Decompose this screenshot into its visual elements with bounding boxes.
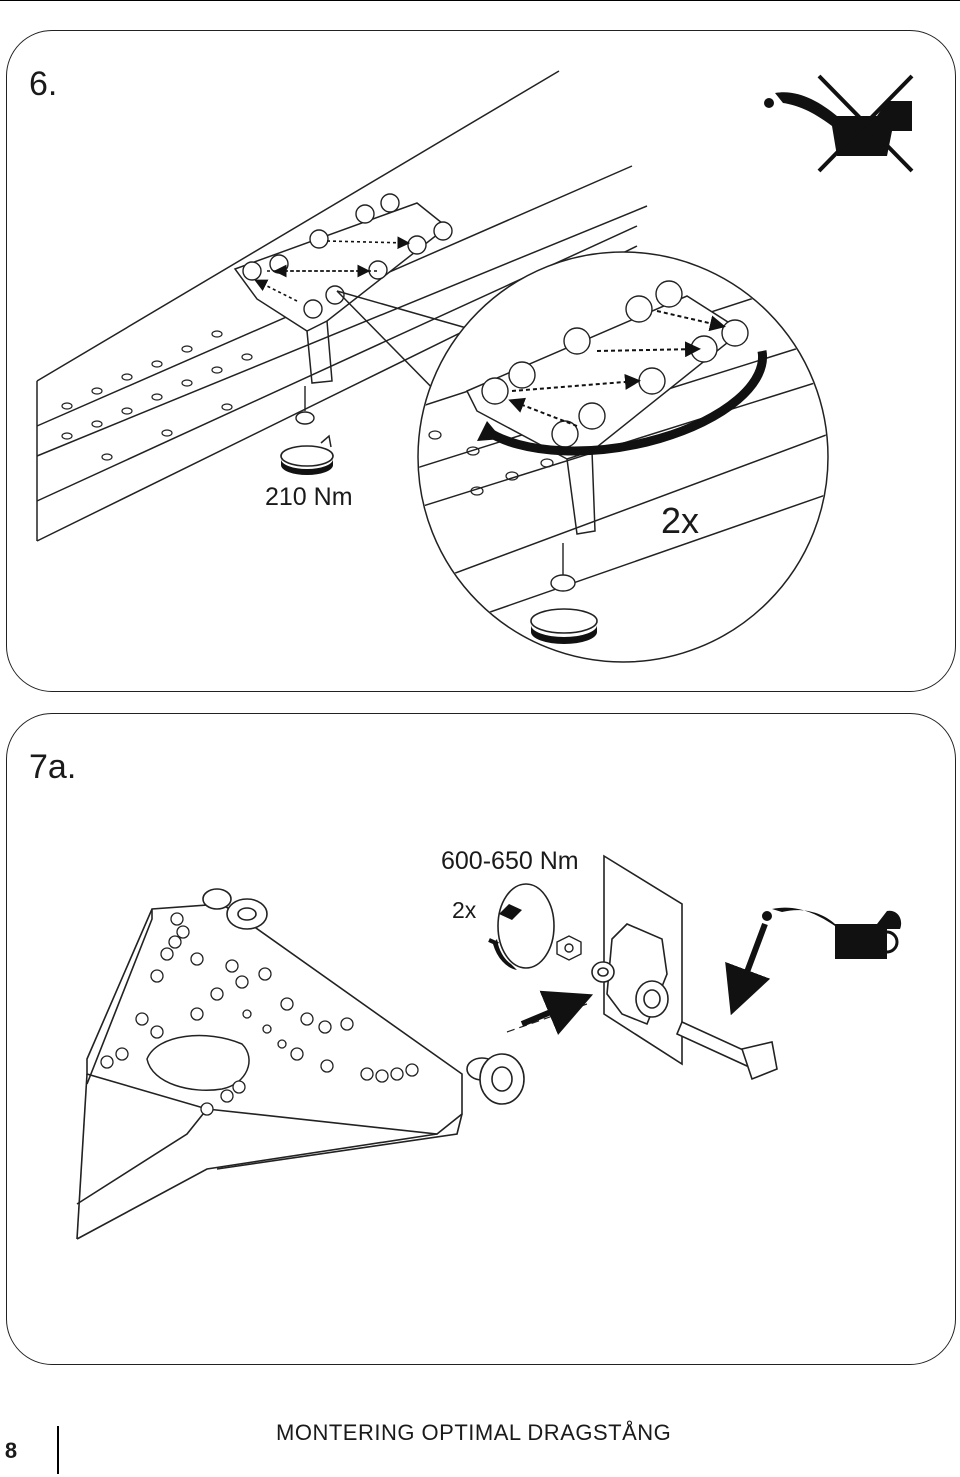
mounting-bracket xyxy=(591,854,683,1066)
step-6-torque: 210 Nm xyxy=(265,483,353,511)
hinge-eyes xyxy=(202,888,525,1105)
no-oil-can-icon xyxy=(764,74,914,173)
nut xyxy=(295,386,315,425)
alignment-line xyxy=(506,1003,588,1033)
step-7a-torque: 600-650 Nm xyxy=(441,847,579,875)
cutout xyxy=(146,1034,250,1091)
footer-divider xyxy=(57,1426,59,1474)
footer-title: MONTERING OPTIMAL DRAGSTÅNG xyxy=(276,1420,672,1445)
tightening-sequence-arrows xyxy=(254,236,411,302)
rotate-icon xyxy=(280,434,334,475)
step-6-repeat: 2x xyxy=(661,500,699,541)
frame-holes xyxy=(100,912,419,1116)
bolts xyxy=(242,193,453,319)
step-7a-illustration: 600-650 Nm 2x xyxy=(76,847,902,1240)
page-number: 8 xyxy=(4,1438,18,1463)
grease-arrow-icon xyxy=(725,922,771,1016)
step-7a-number: 7a. xyxy=(29,748,77,786)
drawbar-frame xyxy=(76,903,463,1240)
zoom-callout xyxy=(336,251,829,663)
step-6-panel: 6. xyxy=(6,30,956,692)
insert-arrow-icon xyxy=(520,990,594,1035)
bolt xyxy=(675,1020,778,1081)
top-rule xyxy=(0,0,960,1)
step-7a-panel: 7a. xyxy=(6,713,956,1365)
rail-holes xyxy=(61,330,253,461)
oil-can-icon xyxy=(762,907,902,959)
zoom-detail xyxy=(419,270,827,644)
step-6-number: 6. xyxy=(29,65,58,103)
step-7a-repeat: 2x xyxy=(452,897,477,923)
nut xyxy=(556,935,582,961)
splice-plate xyxy=(233,202,449,384)
rotate-icon xyxy=(488,883,555,970)
step-6-illustration: 210 Nm xyxy=(36,70,914,663)
